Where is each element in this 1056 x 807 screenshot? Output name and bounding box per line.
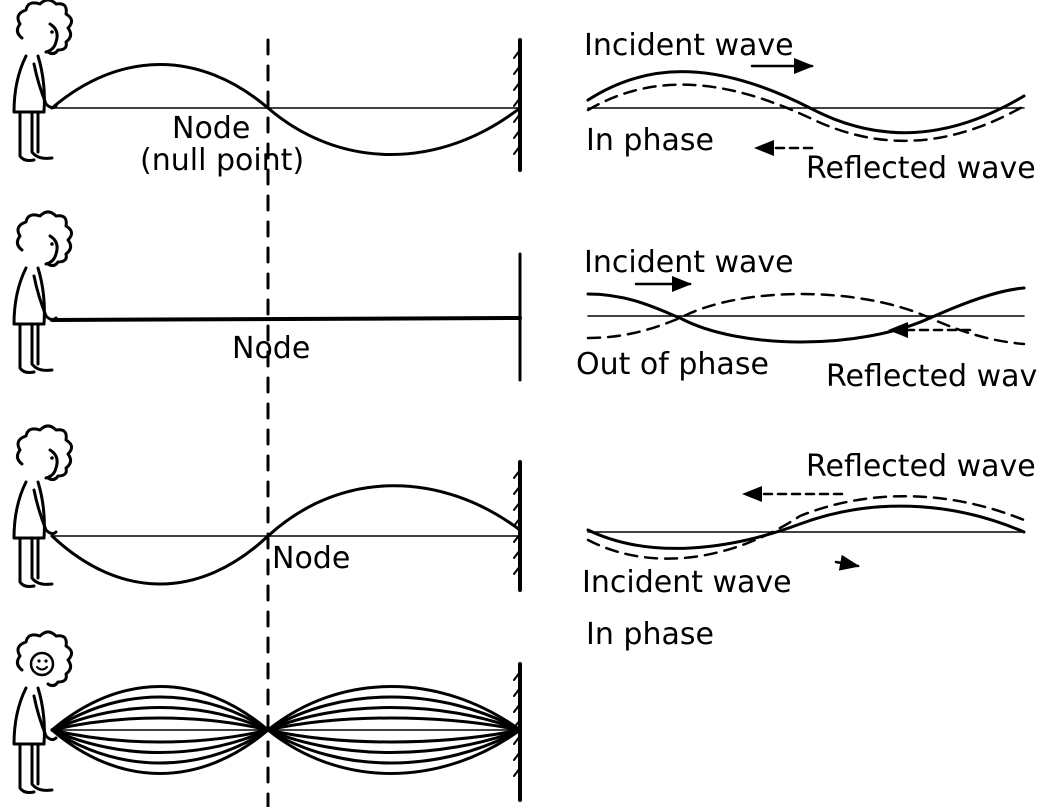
wall-hatch bbox=[513, 469, 521, 575]
string-wave bbox=[50, 484, 522, 586]
standing-wave-envelope bbox=[50, 685, 522, 775]
reflected-wave-label: Reflected wave bbox=[806, 449, 1036, 484]
node-label: Node bbox=[232, 331, 310, 366]
incident-wave-label: Incident wave bbox=[584, 245, 794, 280]
incident-wave-curve bbox=[586, 504, 1026, 550]
reflected-wave-curve bbox=[586, 83, 1026, 143]
string-flat bbox=[50, 316, 522, 322]
incident-wave-label: Incident wave bbox=[582, 565, 792, 600]
reflected-wave-label: Reflected wave bbox=[806, 151, 1036, 186]
node-label: Node bbox=[172, 111, 250, 146]
incident-wave-curve bbox=[586, 286, 1026, 344]
null-point-label: (null point) bbox=[140, 143, 304, 178]
reflected-wave-curve bbox=[586, 292, 1026, 346]
girl-figure bbox=[12, 630, 74, 794]
reflected-wave-curve bbox=[586, 495, 1026, 560]
girl-figure bbox=[12, 210, 74, 374]
incident-wave-label: Incident wave bbox=[584, 28, 794, 63]
row-4 bbox=[12, 630, 522, 802]
incident-arrow bbox=[834, 554, 860, 571]
girl-figure bbox=[12, 0, 74, 162]
wall-hatch bbox=[513, 671, 521, 777]
reflected-wave-label: Reflected wav bbox=[826, 359, 1037, 394]
wall-hatch bbox=[513, 49, 521, 155]
row-3: Node Reflected wave Incident wave In pha… bbox=[12, 424, 1036, 652]
row-1: Node (null point) Incident wave In phase… bbox=[12, 0, 1036, 186]
phase-label: Out of phase bbox=[576, 347, 769, 382]
row-2: Node Incident wave Out of phase Reflecte… bbox=[12, 210, 1037, 394]
girl-figure bbox=[12, 424, 74, 588]
node-label: Node bbox=[272, 541, 350, 576]
phase-label: In phase bbox=[586, 123, 714, 158]
phase-label: In phase bbox=[586, 617, 714, 652]
string-wave bbox=[50, 63, 522, 156]
incident-wave-curve bbox=[586, 70, 1026, 135]
